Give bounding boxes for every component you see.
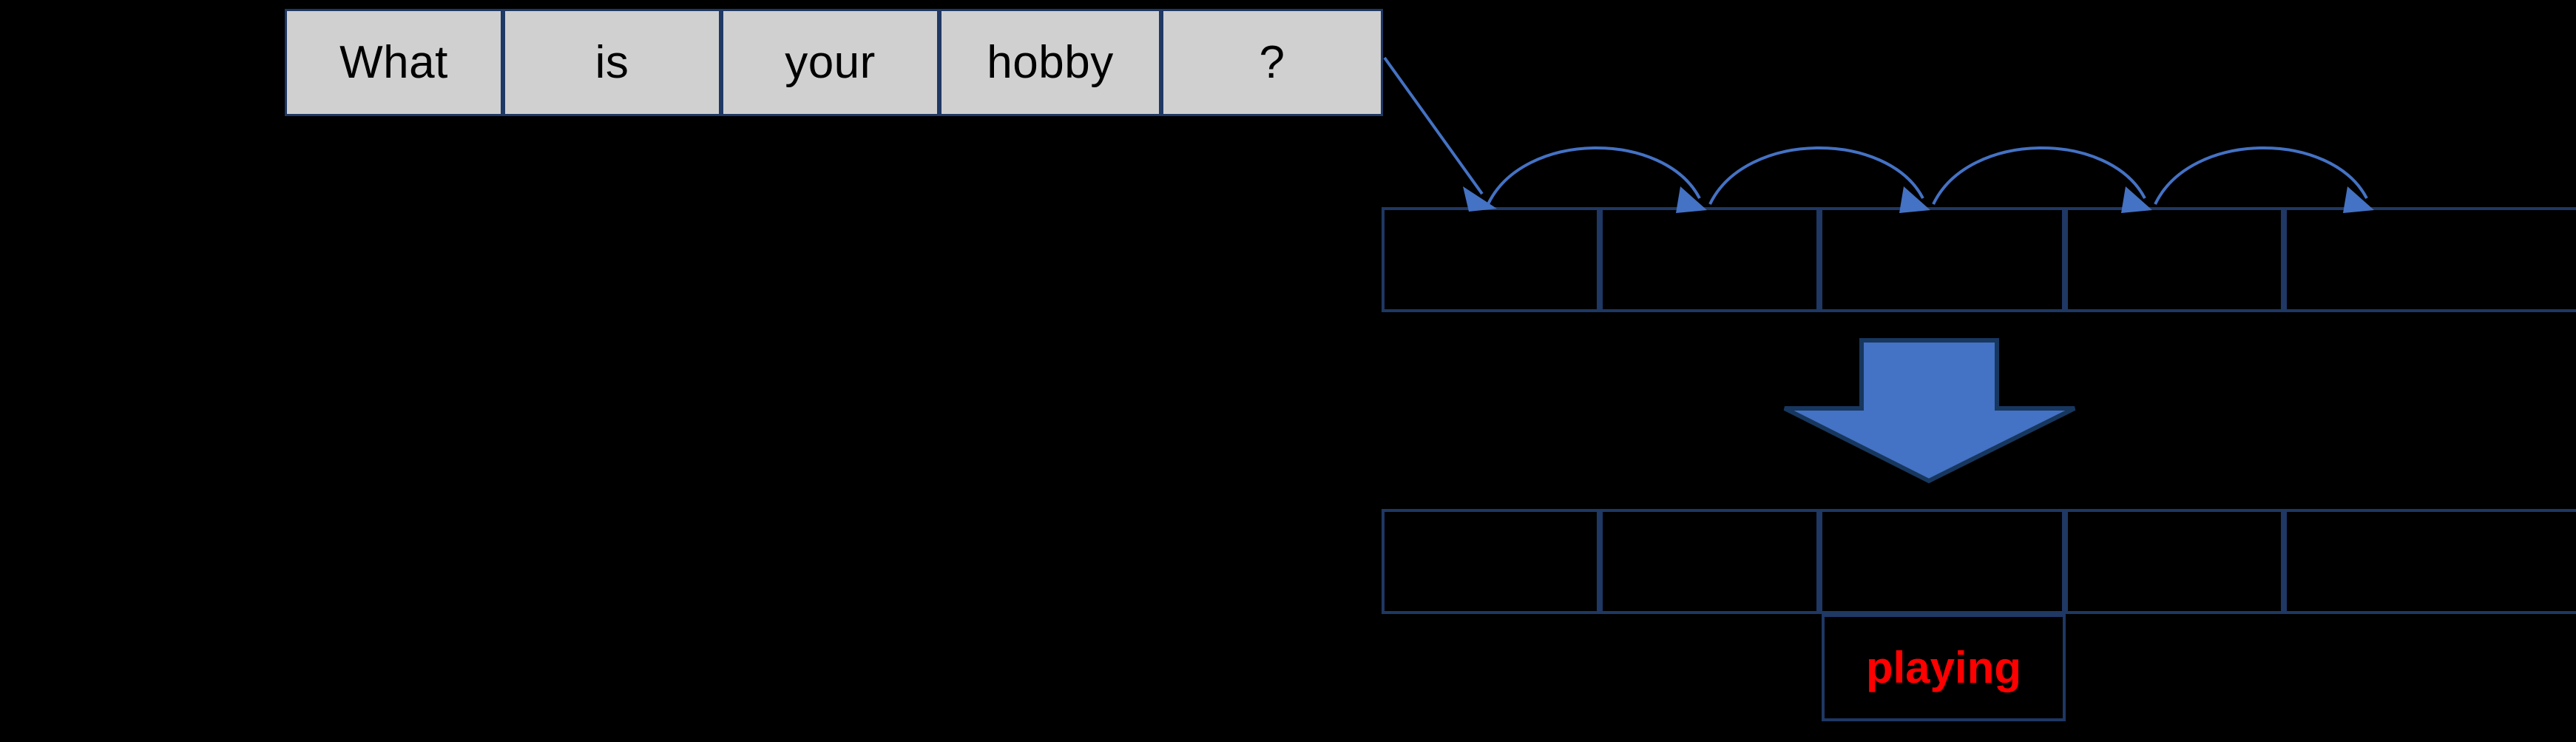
- encoder-cell: [1819, 207, 2065, 312]
- encoder-cell: [1382, 207, 1600, 312]
- source-cell: hobby: [939, 9, 1161, 116]
- hop-arrow-3: [1932, 146, 2152, 213]
- decoder-cell: [1600, 509, 1819, 614]
- decoder-cell: [1382, 509, 1600, 614]
- decoder-cell: [2284, 509, 2576, 614]
- source-cell: What: [285, 9, 503, 116]
- encoder-cell: [1600, 207, 1819, 312]
- source-cell-label: ?: [1259, 36, 1285, 88]
- source-cell: your: [721, 9, 939, 116]
- source-cell-label: What: [339, 36, 448, 88]
- hop-arrow-2: [1708, 146, 1930, 213]
- decoder-cell: [2065, 509, 2284, 614]
- encoder-cell: [2284, 207, 2576, 312]
- encoder-cell: [2065, 207, 2284, 312]
- output-token-cell: playing: [1822, 614, 2066, 721]
- source-cell: ?: [1161, 9, 1383, 116]
- downward-transform-arrow: [1783, 338, 2076, 484]
- output-token-label: playing: [1865, 642, 2022, 692]
- source-cell-label: your: [785, 36, 876, 88]
- source-cell-label: is: [595, 36, 629, 88]
- source-cell: is: [503, 9, 721, 116]
- source-cell-label: hobby: [987, 36, 1114, 88]
- hop-arrow-4: [2154, 146, 2374, 213]
- decoder-cell: [1819, 509, 2065, 614]
- hop-arrow-1: [1487, 146, 1707, 213]
- entry-arrow: [1383, 56, 1497, 212]
